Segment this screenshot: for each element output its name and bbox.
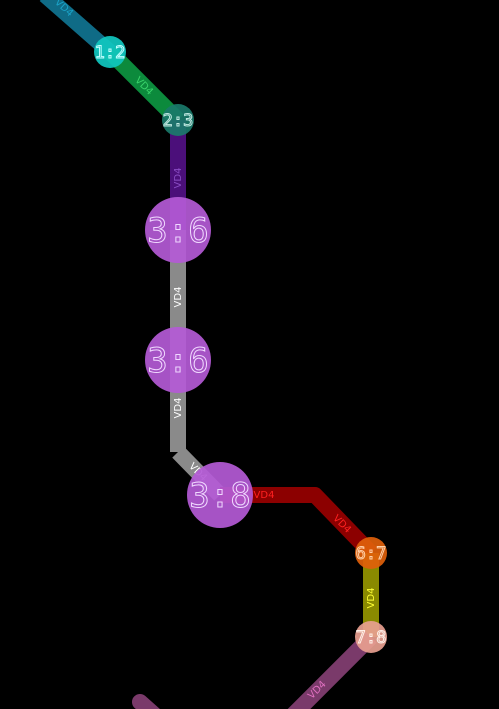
segment-mauve-stub[interactable]: [132, 694, 160, 709]
node-label: 6:7: [356, 544, 387, 564]
node-circle: [187, 462, 253, 528]
segment-label-gray-upper: VD4: [173, 287, 184, 308]
node-label: 3:6: [147, 341, 208, 381]
node-circle: [94, 36, 126, 68]
node-circle: [355, 537, 387, 569]
node-3-8[interactable]: 3:8: [187, 462, 253, 528]
segment-mauve[interactable]: [287, 631, 377, 709]
nodes: 1:2 2:3 3:6 3:6 3:8 6:7 7:8: [94, 36, 387, 653]
segment-label-red-horizontal: VD4: [254, 490, 275, 501]
node-label: 7:8: [356, 628, 387, 648]
segment-green[interactable]: [104, 46, 184, 126]
node-1-2[interactable]: 1:2: [94, 36, 126, 68]
segment-label-gray-lower: VD4: [173, 398, 184, 419]
node-6-7[interactable]: 6:7: [355, 537, 387, 569]
segment-label-purple: VD4: [173, 168, 184, 189]
node-3-6-upper[interactable]: 3:6: [145, 197, 211, 263]
node-label: 2:3: [163, 111, 194, 131]
node-circle: [162, 104, 194, 136]
node-label: 1:2: [95, 43, 126, 63]
node-7-8[interactable]: 7:8: [355, 621, 387, 653]
node-label: 3:8: [189, 476, 250, 516]
node-label: 3:6: [147, 211, 208, 251]
segment-label-olive: VD4: [366, 588, 377, 609]
node-2-3[interactable]: 2:3: [162, 104, 194, 136]
node-circle: [145, 327, 211, 393]
node-circle: [355, 621, 387, 653]
node-3-6-lower[interactable]: 3:6: [145, 327, 211, 393]
node-circle: [145, 197, 211, 263]
